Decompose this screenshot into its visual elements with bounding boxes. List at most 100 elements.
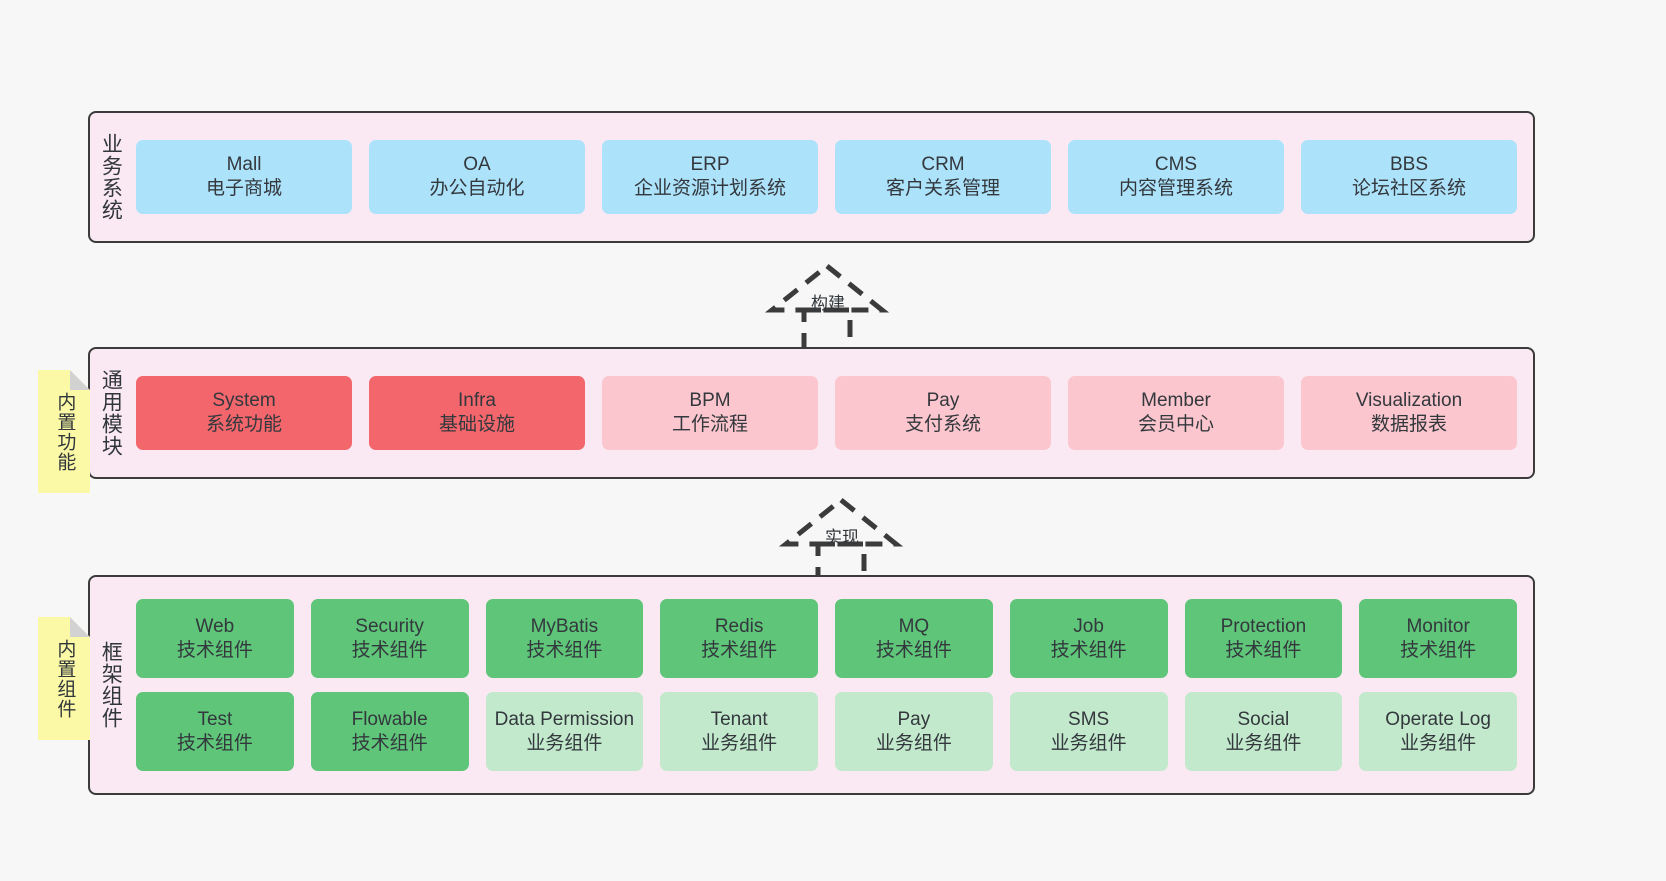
layer-title-business: 业务系统 [99, 133, 123, 221]
layer-title-framework: 框架组件 [99, 641, 123, 729]
card-mall[interactable]: Mall 电子商城 [136, 140, 352, 214]
card-row: System 系统功能 Infra 基础设施 BPM 工作流程 Pay 支付系统… [136, 376, 1517, 450]
card-title-cn: 技术组件 [1225, 639, 1302, 661]
card-title-cn: 技术组件 [1050, 639, 1127, 661]
card-title-cn: 技术组件 [526, 639, 603, 661]
card-title-en: Job [1073, 615, 1104, 637]
note-label: 内置功能 [54, 391, 76, 472]
card-title-cn: 技术组件 [351, 639, 428, 661]
connector-build-label: 构建 [811, 294, 845, 313]
card-title-en: Visualization [1355, 390, 1463, 412]
card-title-en: Tenant [710, 708, 768, 730]
card-title-en: MyBatis [530, 615, 599, 637]
card-data-permission[interactable]: Data Permission 业务组件 [485, 692, 644, 771]
layer-title-common: 通用模块 [99, 369, 123, 457]
card-title-cn: 系统功能 [205, 414, 282, 435]
note-label: 内置组件 [54, 638, 76, 719]
card-bpm[interactable]: BPM 工作流程 [602, 376, 818, 450]
card-title-en: Monitor [1406, 615, 1470, 637]
card-title-en: Data Permission [494, 708, 635, 730]
card-title-cn: 业务组件 [526, 732, 603, 754]
card-title-en: ERP [690, 154, 730, 176]
layer-body-common: System 系统功能 Infra 基础设施 BPM 工作流程 Pay 支付系统… [130, 349, 1533, 477]
card-title-en: MQ [898, 615, 930, 637]
card-system[interactable]: System 系统功能 [136, 376, 352, 450]
layer-common-modules: 通用模块 System 系统功能 Infra 基础设施 BPM 工作流程 Pay… [88, 347, 1535, 479]
card-title-cn: 技术组件 [176, 639, 253, 661]
card-title-en: Member [1141, 390, 1211, 412]
note-fold-corner-icon [70, 617, 90, 637]
card-title-cn: 论坛社区系统 [1351, 178, 1466, 199]
card-title-en: Redis [714, 615, 764, 637]
card-title-cn: 技术组件 [701, 639, 778, 661]
card-member[interactable]: Member 会员中心 [1068, 376, 1284, 450]
card-mq[interactable]: MQ 技术组件 [835, 599, 993, 678]
card-title-en: Infra [457, 390, 497, 412]
card-title-en: Test [197, 708, 233, 730]
card-title-cn: 基础设施 [438, 414, 515, 435]
card-title-cn: 支付系统 [904, 414, 981, 435]
note-builtin-components: 内置组件 [38, 617, 90, 740]
card-title-en: BPM [689, 390, 731, 412]
card-erp[interactable]: ERP 企业资源计划系统 [602, 140, 818, 214]
card-title-en: Security [355, 615, 424, 637]
layer-body-business: Mall 电子商城 OA 办公自动化 ERP 企业资源计划系统 CRM 客户关系… [130, 113, 1533, 241]
card-security[interactable]: Security 技术组件 [310, 599, 469, 678]
card-web[interactable]: Web 技术组件 [136, 599, 294, 678]
card-row-technical: Web 技术组件 Security 技术组件 MyBatis 技术组件 Redi… [136, 599, 1517, 678]
card-title-cn: 企业资源计划系统 [633, 178, 786, 199]
card-title-cn: 内容管理系统 [1118, 178, 1233, 199]
card-title-en: System [212, 390, 276, 412]
layer-framework-components: 框架组件 Web 技术组件 Security 技术组件 MyBatis 技术组件… [88, 575, 1535, 795]
card-title-en: Web [195, 615, 235, 637]
card-title-en: Mall [226, 154, 262, 176]
card-title-cn: 业务组件 [1050, 732, 1127, 754]
card-crm[interactable]: CRM 客户关系管理 [835, 140, 1051, 214]
card-title-en: Flowable [351, 708, 428, 730]
card-title-en: CMS [1154, 154, 1198, 176]
card-title-cn: 电子商城 [205, 178, 282, 199]
card-sms[interactable]: SMS 业务组件 [1009, 692, 1168, 771]
card-tenant[interactable]: Tenant 业务组件 [660, 692, 818, 771]
card-title-en: SMS [1068, 708, 1110, 730]
card-flowable[interactable]: Flowable 技术组件 [310, 692, 469, 771]
card-title-cn: 数据报表 [1370, 414, 1447, 435]
layer-body-framework: Web 技术组件 Security 技术组件 MyBatis 技术组件 Redi… [130, 577, 1533, 793]
card-title-cn: 工作流程 [671, 414, 748, 435]
card-title-cn: 业务组件 [1225, 732, 1302, 754]
card-redis[interactable]: Redis 技术组件 [660, 599, 818, 678]
card-oa[interactable]: OA 办公自动化 [369, 140, 585, 214]
card-title-cn: 业务组件 [701, 732, 778, 754]
note-fold-corner-icon [70, 370, 90, 390]
card-test[interactable]: Test 技术组件 [136, 692, 294, 771]
layer-business-systems: 业务系统 Mall 电子商城 OA 办公自动化 ERP 企业资源计划系统 CRM… [88, 111, 1535, 243]
card-row: Mall 电子商城 OA 办公自动化 ERP 企业资源计划系统 CRM 客户关系… [136, 140, 1517, 214]
card-job[interactable]: Job 技术组件 [1009, 599, 1168, 678]
card-infra[interactable]: Infra 基础设施 [369, 376, 585, 450]
note-builtin-features: 内置功能 [38, 370, 90, 493]
card-title-cn: 业务组件 [875, 732, 952, 754]
card-bbs[interactable]: BBS 论坛社区系统 [1301, 140, 1517, 214]
card-title-cn: 技术组件 [875, 639, 952, 661]
card-monitor[interactable]: Monitor 技术组件 [1359, 599, 1517, 678]
card-mybatis[interactable]: MyBatis 技术组件 [485, 599, 644, 678]
connector-implement-label: 实现 [825, 528, 859, 547]
card-title-en: Protection [1220, 615, 1307, 637]
card-pay-business[interactable]: Pay 业务组件 [835, 692, 993, 771]
card-title-cn: 办公自动化 [429, 178, 525, 199]
card-visualization[interactable]: Visualization 数据报表 [1301, 376, 1517, 450]
card-row-business: Test 技术组件 Flowable 技术组件 Data Permission … [136, 692, 1517, 771]
card-social[interactable]: Social 业务组件 [1184, 692, 1343, 771]
card-title-en: BBS [1389, 154, 1429, 176]
card-pay[interactable]: Pay 支付系统 [835, 376, 1051, 450]
card-title-cn: 客户关系管理 [885, 178, 1000, 199]
card-title-en: CRM [921, 154, 965, 176]
card-protection[interactable]: Protection 技术组件 [1184, 599, 1343, 678]
card-cms[interactable]: CMS 内容管理系统 [1068, 140, 1284, 214]
card-title-cn: 技术组件 [351, 732, 428, 754]
card-title-en: Social [1237, 708, 1290, 730]
card-title-en: Operate Log [1385, 708, 1491, 730]
card-title-cn: 技术组件 [1400, 639, 1477, 661]
card-operate-log[interactable]: Operate Log 业务组件 [1359, 692, 1517, 771]
card-title-cn: 技术组件 [176, 732, 253, 754]
